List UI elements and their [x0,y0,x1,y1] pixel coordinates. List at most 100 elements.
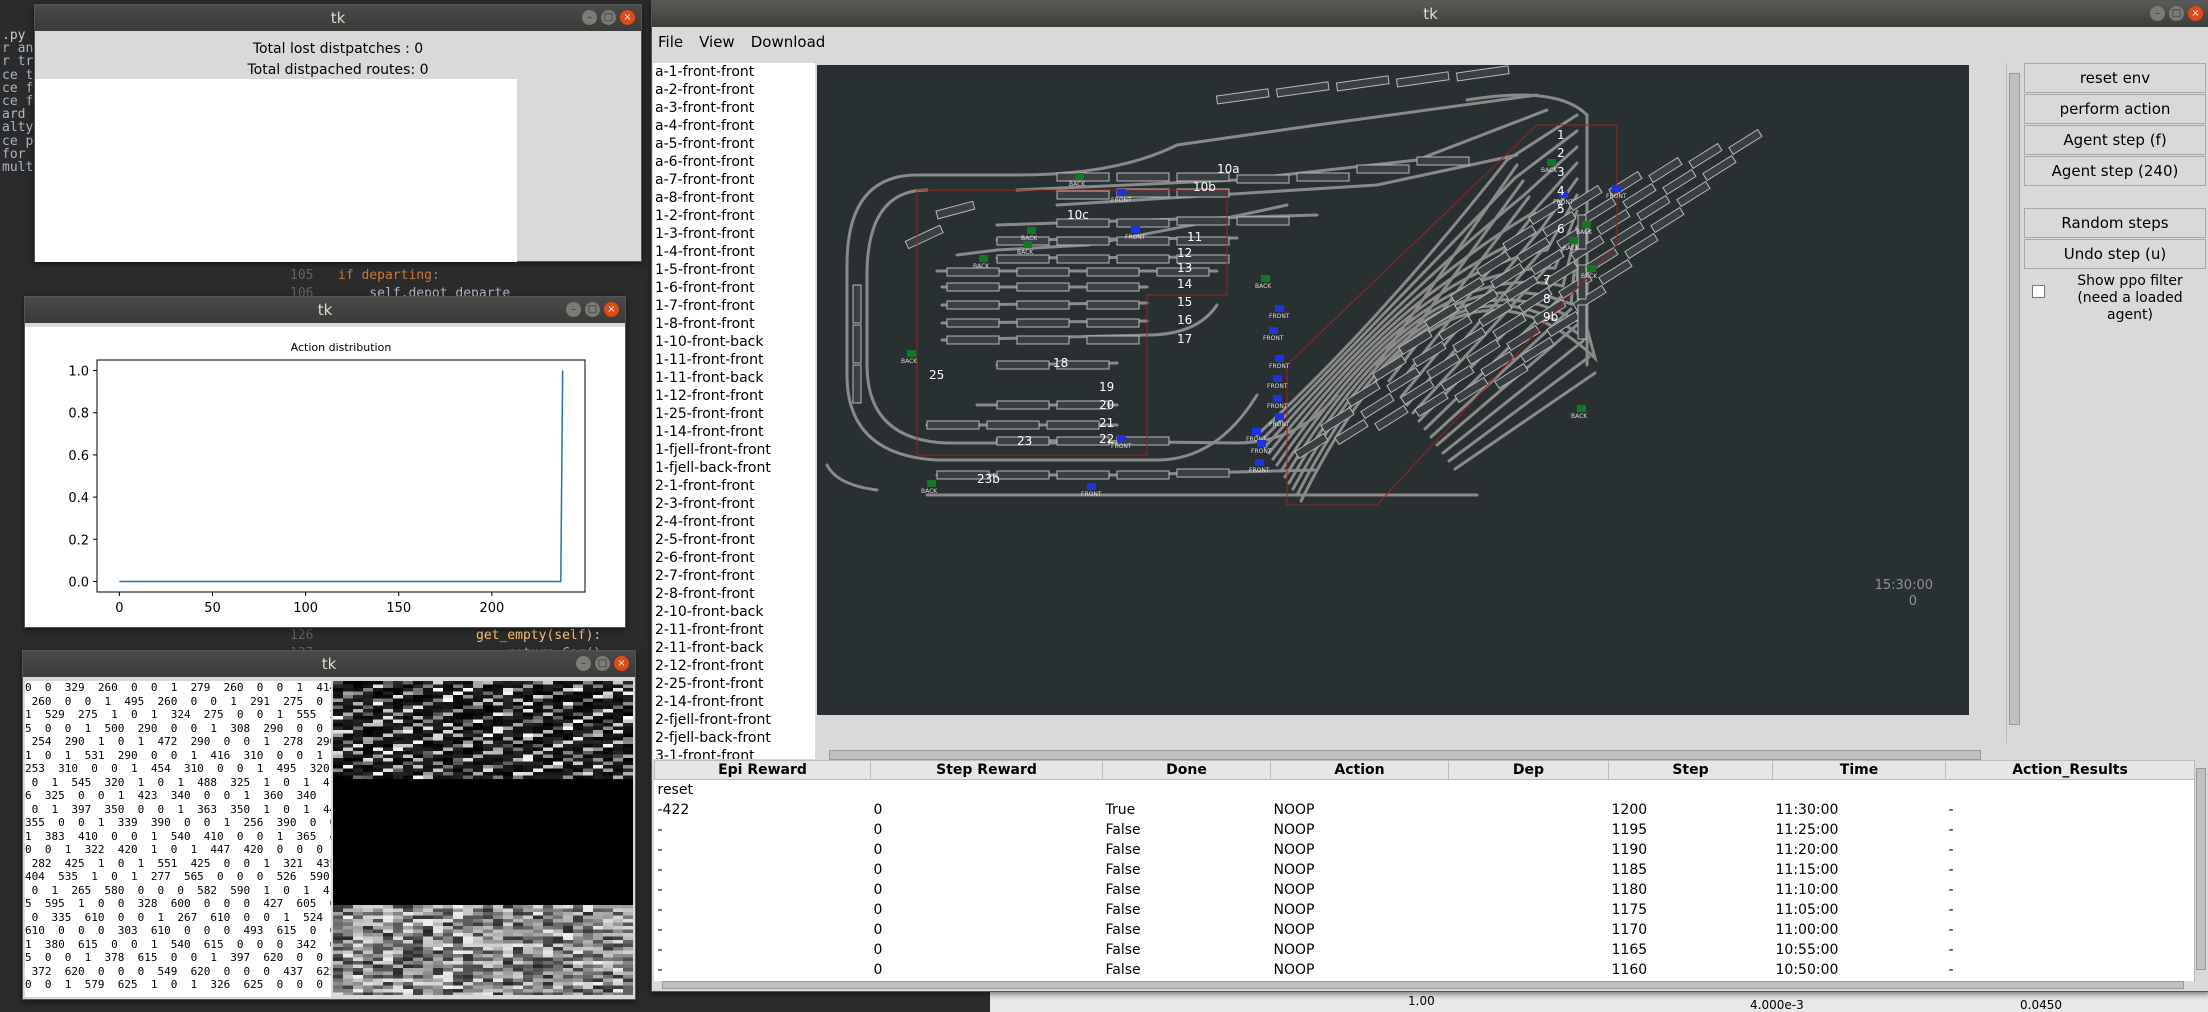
route-list-item[interactable]: 2-7-front-front [655,568,755,584]
maximize-icon[interactable]: □ [595,656,610,671]
route-list-item[interactable]: 1-12-front-front [655,388,764,404]
route-list-item[interactable]: 1-8-front-front [655,316,755,332]
route-list-item[interactable]: a-7-front-front [655,172,755,188]
scroll-thumb[interactable] [829,750,1981,760]
close-icon[interactable]: × [614,656,629,671]
agent-step-button[interactable]: Agent step (f) [2024,125,2206,155]
heatmap-cell [433,681,443,685]
close-icon[interactable]: × [604,302,619,317]
route-list-item[interactable]: 1-3-front-front [655,226,755,242]
route-list-item[interactable]: 2-8-front-front [655,586,755,602]
route-list-item[interactable]: a-6-front-front [655,154,755,170]
matrix-window-titlebar[interactable]: tk –□× [23,651,635,677]
scroll-thumb[interactable] [2196,768,2206,970]
perform-action-button[interactable]: perform action [2024,94,2206,124]
heatmap-cell [433,723,443,727]
close-icon[interactable]: × [2188,6,2203,21]
route-list-item[interactable]: 1-14-front-front [655,424,764,440]
route-list-item[interactable]: a-3-front-front [655,100,755,116]
heatmap-cell [453,719,463,724]
heatmap-cell [463,964,473,969]
maximize-icon[interactable]: □ [601,10,616,25]
route-list-item[interactable]: 2-25-front-front [655,676,764,692]
column-header[interactable]: Time [1772,760,1946,780]
route-list-item[interactable]: 1-10-front-back [655,334,764,350]
ppo-filter-checkbox-row[interactable]: Show ppo filter (need a loaded agent) [2026,273,2206,324]
route-list-item[interactable]: 3-1-front-front [655,748,755,759]
column-header[interactable]: Action_Results [1945,760,2194,780]
route-list-item[interactable]: 2-fjell-back-front [655,730,771,746]
menu-view[interactable]: View [699,33,735,51]
minimize-icon[interactable]: – [566,302,581,317]
route-list-item[interactable]: a-2-front-front [655,82,755,98]
menu-download[interactable]: Download [750,33,826,51]
route-list-item[interactable]: 1-11-front-front [655,352,764,368]
maximize-icon[interactable]: □ [2169,6,2184,21]
route-list-item[interactable]: 1-25-front-front [655,406,764,422]
heatmap-cell [423,772,433,776]
action-window-titlebar[interactable]: tk –□× [25,297,625,323]
route-list-item[interactable]: 2-11-front-front [655,622,764,638]
minimize-icon[interactable]: – [582,10,597,25]
route-list-item[interactable]: 2-6-front-front [655,550,755,566]
route-list-item[interactable]: 2-3-front-front [655,496,755,512]
route-list-item[interactable]: 2-fjell-front-front [655,712,771,728]
route-list-item[interactable]: a-4-front-front [655,118,755,134]
agent-step-240-button[interactable]: Agent step (240) [2024,156,2206,186]
route-list-item[interactable]: 2-12-front-front [655,658,764,674]
column-header[interactable]: Step [1608,760,1773,780]
minimize-icon[interactable]: – [2150,6,2165,21]
route-list-item[interactable]: 1-11-front-back [655,370,764,386]
route-list-item[interactable]: a-8-front-front [655,190,755,206]
main-window-titlebar[interactable]: tk –□× [652,1,2208,27]
column-header[interactable]: Step Reward [870,760,1103,780]
route-list-item[interactable]: 2-4-front-front [655,514,755,530]
route-list-item[interactable]: a-1-front-front [655,64,755,80]
train-car [1056,360,1110,370]
route-list-item[interactable]: 1-2-front-front [655,208,755,224]
route-list-item[interactable]: a-5-front-front [655,136,755,152]
column-header[interactable]: Epi Reward [654,760,871,780]
column-header[interactable]: Dep [1448,760,1609,780]
map-horizontal-scrollbar[interactable] [817,749,2007,761]
route-list-item[interactable]: 2-10-front-back [655,604,764,620]
ppo-filter-checkbox[interactable] [2032,285,2045,298]
route-list-item[interactable]: 2-1-front-front [655,478,755,494]
route-list-item[interactable]: 2-5-front-front [655,532,755,548]
heatmap-cell [553,915,563,920]
heatmap-cell [603,684,613,689]
minimize-icon[interactable]: – [576,656,591,671]
column-header[interactable]: Done [1102,760,1271,780]
route-list-item[interactable]: 1-fjell-front-front [655,442,771,458]
heatmap-cell [433,716,443,720]
close-icon[interactable]: × [620,10,635,25]
route-list-item[interactable]: 2-11-front-back [655,640,764,656]
route-list-item[interactable]: 1-4-front-front [655,244,755,260]
heatmap-cell [513,933,523,937]
route-list-item[interactable]: 1-7-front-front [655,298,755,314]
maximize-icon[interactable]: □ [585,302,600,317]
route-list-item[interactable]: 2-14-front-front [655,694,764,710]
map-vertical-scrollbar[interactable] [2006,63,2021,743]
column-header[interactable]: Action [1270,760,1449,780]
train-car [1624,232,1659,260]
reset-env-button[interactable]: reset env [2024,63,2206,93]
scroll-thumb[interactable] [662,981,2184,989]
heatmap-cell [453,936,463,941]
heatmap-cell [393,751,403,755]
table-vertical-scrollbar[interactable] [2194,760,2207,982]
undo-step-button[interactable]: Undo step (u) [2024,239,2206,269]
route-list-item[interactable]: 1-fjell-back-front [655,460,771,476]
heatmap-cell [333,922,343,927]
route-list-item[interactable]: 1-5-front-front [655,262,755,278]
train-car [1156,267,1210,277]
menu-file[interactable]: File [658,33,684,51]
scroll-thumb[interactable] [2009,73,2020,725]
route-list-item[interactable]: 1-6-front-front [655,280,755,296]
route-list[interactable]: a-1-front-front a-2-front-front a-3-front-… [653,63,815,759]
stats-window-titlebar[interactable]: tk –□× [35,5,641,31]
random-steps-button[interactable]: Random steps [2024,208,2206,238]
heatmap-cell [563,730,573,734]
table-horizontal-scrollbar[interactable] [654,981,2194,989]
